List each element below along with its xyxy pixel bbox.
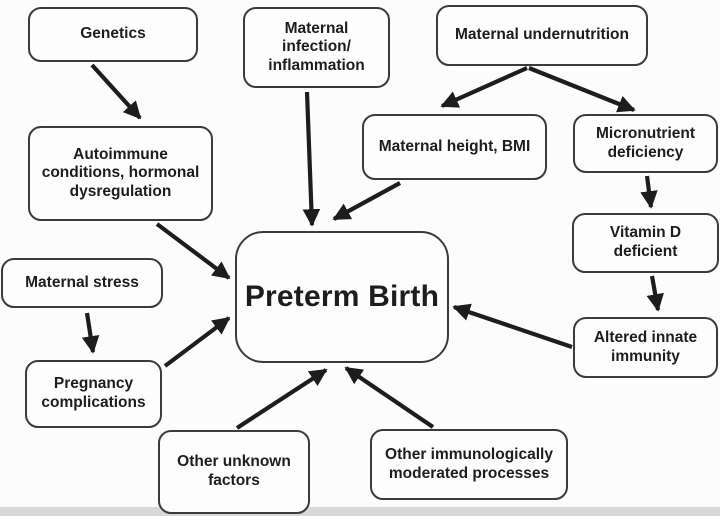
arrow-unknown-to-preterm	[235, 368, 328, 430]
node-maternal-height-bmi-label: Maternal height, BMI	[378, 137, 531, 155]
node-autoimmune-conditions: Autoimmune conditions, hormonal dysregul…	[28, 126, 213, 221]
node-maternal-height-bmi: Maternal height, BMI	[362, 114, 547, 180]
arrow-height_bmi-to-preterm	[332, 181, 402, 221]
node-pregnancy-complications: Pregnancy complications	[25, 360, 162, 428]
node-maternal-stress: Maternal stress	[1, 258, 163, 308]
node-vitamin-d-deficient: Vitamin D deficient	[572, 213, 719, 273]
arrow-genetics-to-autoimmune	[90, 63, 142, 120]
arrow-vitamin_d-to-altered	[646, 275, 664, 312]
arrow-autoimmune-to-preterm	[155, 222, 231, 280]
node-other-unknown-factors-label: Other unknown factors	[177, 453, 291, 489]
node-pregnancy-complications-label: Pregnancy complications	[41, 375, 146, 411]
node-altered-innate-immunity: Altered innate immunity	[573, 317, 718, 378]
node-micronutrient-deficiency-label: Micronutrient deficiency	[595, 124, 696, 161]
arrow-infection-to-preterm	[302, 91, 321, 227]
scan-edge-band	[0, 507, 720, 516]
arrow-undernutrition-to-height_bmi	[440, 66, 528, 108]
node-maternal-undernutrition-label: Maternal undernutrition	[455, 26, 629, 44]
node-maternal-stress-label: Maternal stress	[25, 273, 139, 291]
node-maternal-undernutrition: Maternal undernutrition	[436, 5, 648, 66]
node-other-unknown-factors: Other unknown factors	[158, 430, 310, 514]
arrow-stress-to-pregnancy	[81, 312, 100, 354]
node-maternal-infection: Maternal infection/ inflammation	[243, 7, 390, 88]
node-altered-innate-immunity-label: Altered innate immunity	[593, 328, 698, 365]
arrow-pregnancy-to-preterm	[163, 316, 231, 368]
node-preterm-birth-label: Preterm Birth	[244, 280, 440, 313]
arrow-immuno-to-preterm	[344, 366, 435, 429]
arrow-undernutrition-to-micronutrient	[528, 66, 636, 113]
node-maternal-infection-label: Maternal infection/ inflammation	[268, 19, 365, 74]
node-other-immunological-processes-label: Other immunologically moderated processe…	[385, 445, 553, 482]
node-autoimmune-conditions-label: Autoimmune conditions, hormonal dysregul…	[41, 145, 200, 200]
node-vitamin-d-deficient-label: Vitamin D deficient	[609, 224, 682, 260]
node-micronutrient-deficiency: Micronutrient deficiency	[573, 114, 718, 173]
arrow-altered-to-preterm	[452, 303, 573, 349]
node-genetics-label: Genetics	[80, 25, 146, 43]
node-preterm-birth: Preterm Birth	[235, 231, 449, 363]
node-genetics: Genetics	[28, 7, 198, 62]
arrow-micronutrient-to-vitamin_d	[640, 175, 658, 209]
node-other-immunological-processes: Other immunologically moderated processe…	[370, 429, 568, 500]
